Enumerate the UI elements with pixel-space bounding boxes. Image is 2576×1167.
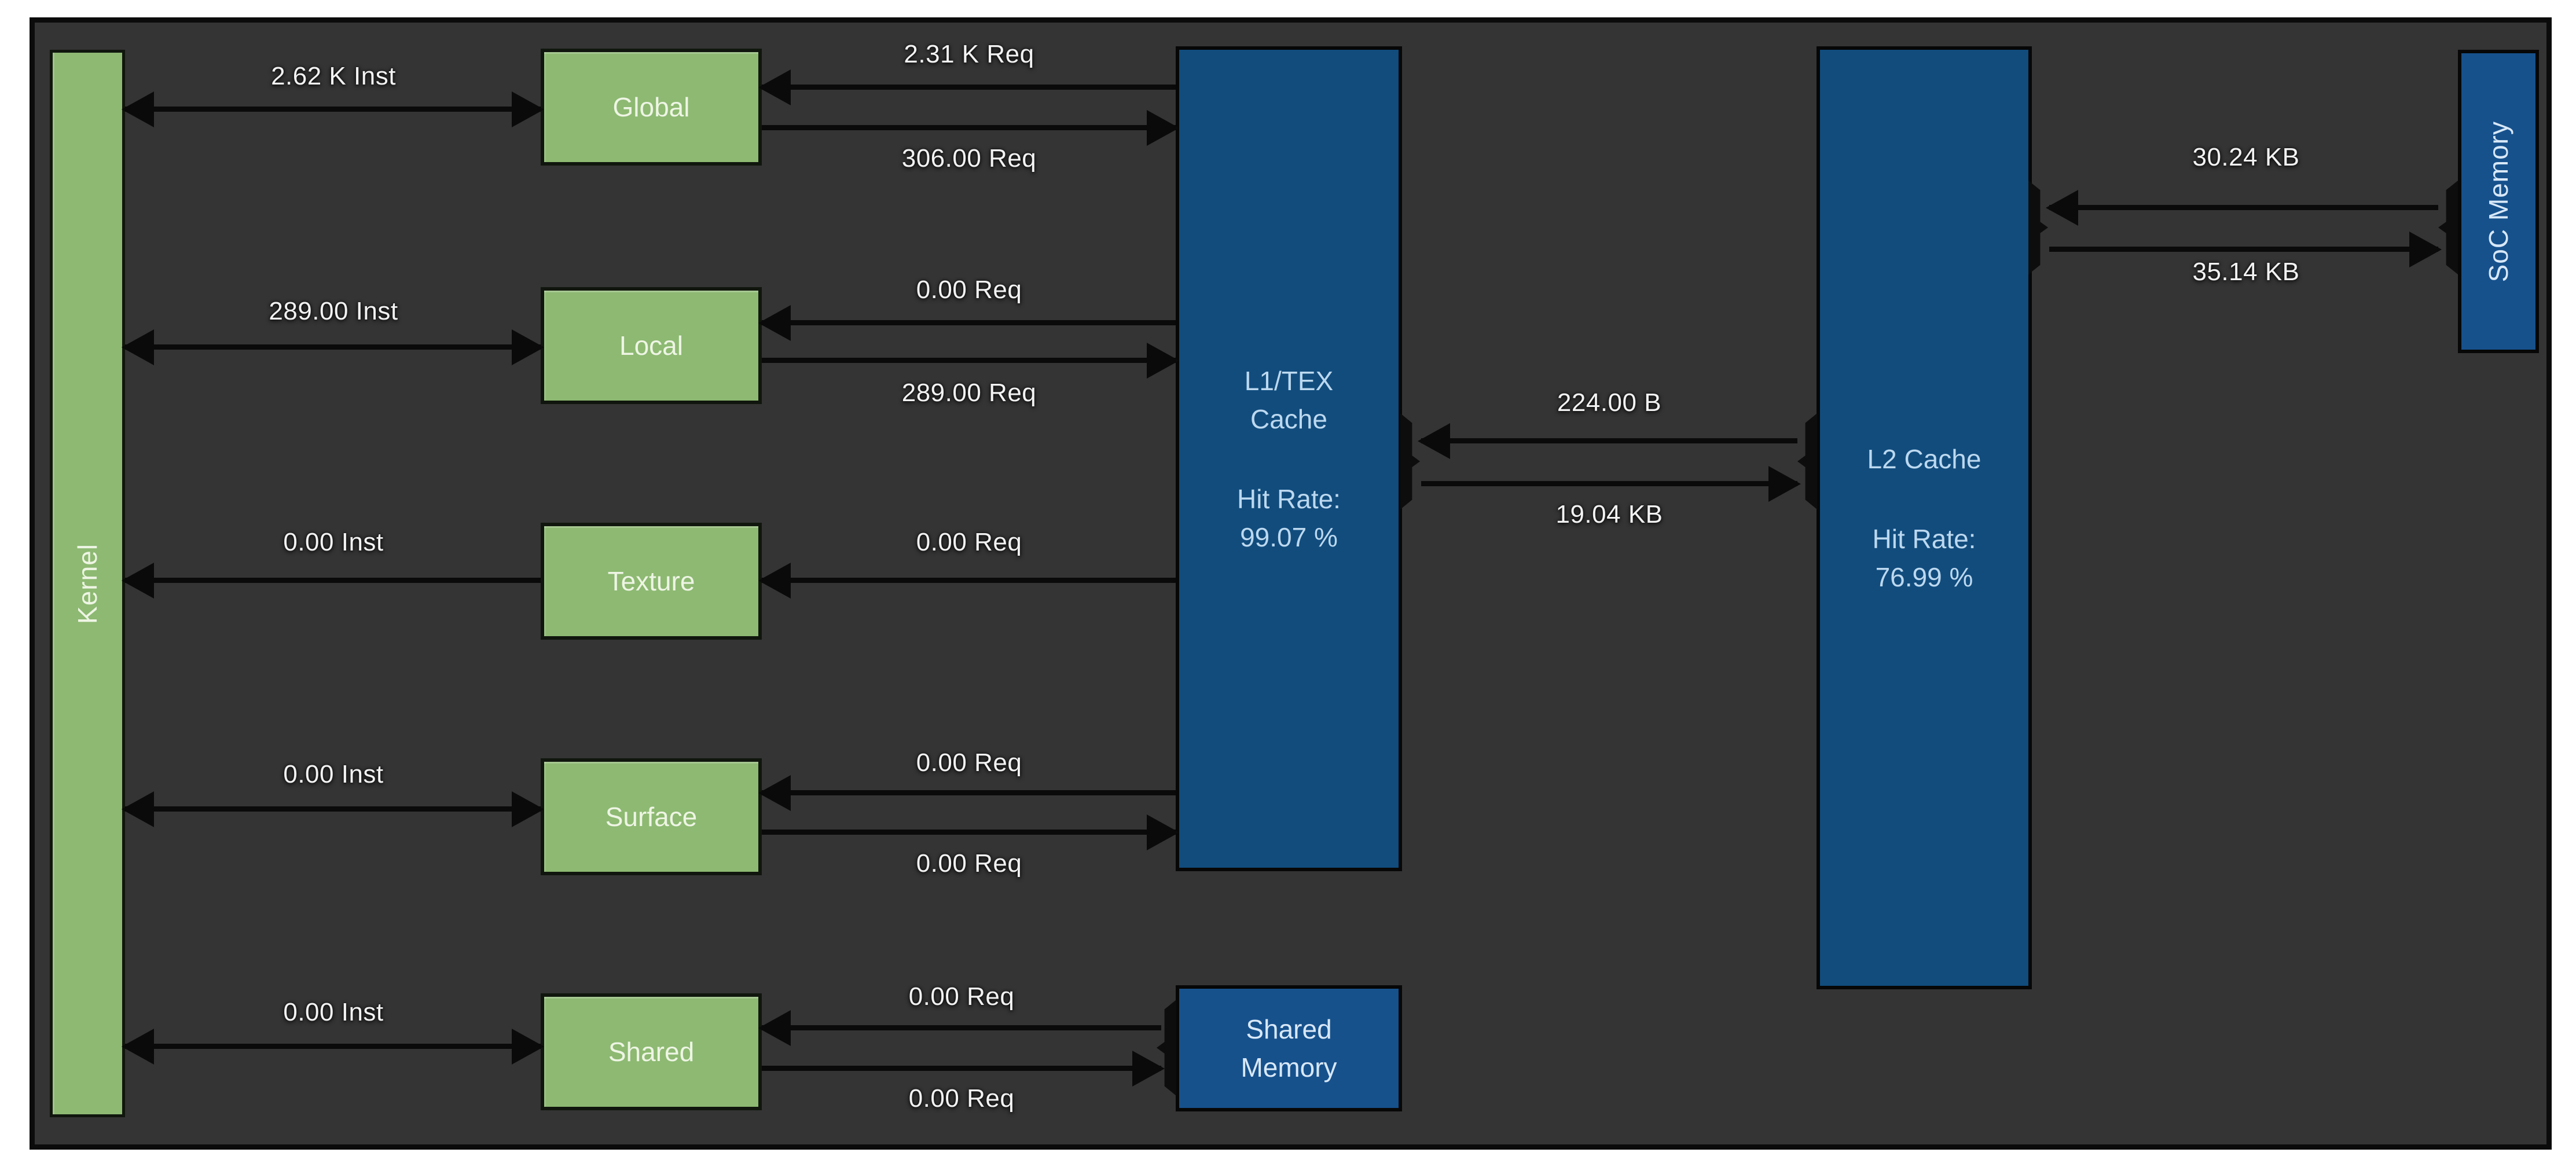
label-local-req-top: 0.00 Req (916, 276, 1022, 304)
label-kernel-texture-inst: 0.00 Inst (283, 528, 384, 556)
arrow-l1-to-local (762, 320, 1176, 325)
label-shared-req-bottom: 0.00 Req (908, 1084, 1015, 1113)
label-shared-req-top: 0.00 Req (908, 982, 1015, 1011)
l2-cache-node: L2 Cache Hit Rate: 76.99 % (1817, 46, 2032, 989)
l1-tex-cache-node: L1/TEX Cache Hit Rate: 99.07 % (1176, 46, 1402, 871)
l2-hit-rate-label: Hit Rate: (1872, 523, 1976, 554)
l1-title: L1/TEX Cache (1245, 362, 1333, 438)
label-kernel-local-inst: 289.00 Inst (269, 297, 398, 325)
soc-memory-label: SoC Memory (2483, 120, 2513, 282)
soc-memory-node: SoC Memory (2458, 50, 2539, 353)
l2-hit-rate: Hit Rate: 76.99 % (1873, 520, 1976, 596)
port-local-label: Local (619, 331, 683, 361)
arrow-kernel-surface (125, 806, 541, 812)
shared-memory-line1: Shared (1246, 1014, 1332, 1044)
l1-title-line2: Cache (1250, 403, 1327, 434)
arrow-l2-to-soc (2049, 247, 2438, 252)
l1-hit-rate-value: 99.07 % (1240, 522, 1338, 552)
arrow-texture-kernel (125, 578, 541, 583)
label-l1-l2-bottom: 19.04 KB (1555, 500, 1663, 529)
l1-hit-rate: Hit Rate: 99.07 % (1237, 480, 1341, 556)
arrow-l2-to-l1 (1421, 438, 1797, 443)
label-kernel-global-inst: 2.62 K Inst (271, 62, 396, 90)
port-global-label: Global (612, 92, 690, 122)
arrow-kernel-shared (125, 1044, 541, 1049)
label-l2-soc-top: 30.24 KB (2192, 143, 2300, 171)
arrow-kernel-global (125, 107, 541, 112)
port-shared-label: Shared (608, 1037, 695, 1067)
port-surface-label: Surface (605, 802, 698, 832)
label-l2-soc-bottom: 35.14 KB (2192, 258, 2300, 286)
port-shared: Shared (541, 993, 762, 1110)
port-texture-label: Texture (607, 566, 695, 596)
l1-title-line1: L1/TEX (1244, 365, 1334, 396)
label-local-req-bottom: 289.00 Req (901, 379, 1037, 407)
label-surface-req-top: 0.00 Req (916, 748, 1022, 777)
arrow-surface-to-l1 (762, 830, 1176, 835)
port-texture: Texture (541, 523, 762, 640)
arrow-l1-to-l2 (1421, 481, 1797, 486)
kernel-node: Kernel (50, 50, 125, 1117)
arrow-sharedmem-to-shared (762, 1025, 1161, 1030)
l2-hit-rate-value: 76.99 % (1875, 562, 1973, 592)
port-surface: Surface (541, 758, 762, 875)
arrow-l1-to-surface (762, 790, 1176, 795)
shared-memory-text: Shared Memory (1241, 1010, 1337, 1087)
shared-memory-node: Shared Memory (1176, 985, 1402, 1111)
arrow-soc-to-l2 (2049, 205, 2438, 210)
label-kernel-surface-inst: 0.00 Inst (283, 760, 384, 788)
port-global: Global (541, 49, 762, 166)
l2-title: L2 Cache (1867, 440, 1981, 478)
arrow-shared-to-sharedmem (762, 1066, 1161, 1071)
arrow-local-to-l1 (762, 358, 1176, 363)
arrow-l1-to-global (762, 85, 1176, 90)
label-l1-l2-top: 224.00 B (1557, 388, 1662, 417)
l1-tex-cache-text: L1/TEX Cache Hit Rate: 99.07 % (1237, 362, 1341, 556)
label-texture-req-top: 0.00 Req (916, 528, 1022, 556)
label-surface-req-bottom: 0.00 Req (916, 849, 1022, 878)
kernel-label: Kernel (72, 543, 102, 624)
arrow-kernel-local (125, 344, 541, 350)
shared-memory-line2: Memory (1241, 1052, 1337, 1082)
label-global-req-bottom: 306.00 Req (901, 144, 1037, 173)
port-local: Local (541, 287, 762, 404)
arrow-global-to-l1 (762, 125, 1176, 130)
label-kernel-shared-inst: 0.00 Inst (283, 998, 384, 1026)
label-global-req-top: 2.31 K Req (904, 40, 1034, 68)
l2-cache-text: L2 Cache Hit Rate: 76.99 % (1867, 440, 1981, 596)
l2-title-line: L2 Cache (1867, 443, 1981, 474)
l1-hit-rate-label: Hit Rate: (1237, 483, 1341, 514)
arrow-l1-to-texture (762, 578, 1176, 583)
